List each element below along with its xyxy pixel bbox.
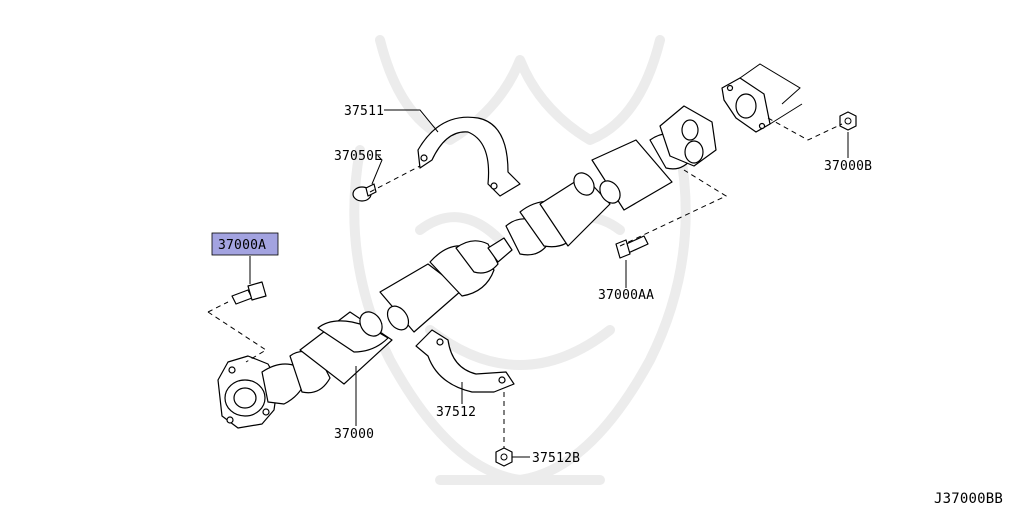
bolt-37000AA[interactable] (615, 235, 649, 259)
watermark-logo (349, 35, 691, 485)
callout-37511[interactable]: 37511 (344, 104, 384, 119)
assembly-lines (207, 117, 843, 448)
diagram-code: J37000BB (934, 491, 1003, 507)
callout-37000AA[interactable]: 37000AA (598, 288, 654, 303)
front-tube (539, 139, 673, 247)
selected-part-highlight (211, 232, 279, 256)
callout-37512[interactable]: 37512 (436, 405, 476, 420)
bracket-37512[interactable] (415, 329, 515, 393)
bracket-37511[interactable] (417, 116, 521, 197)
callout-37512B[interactable]: 37512B (532, 451, 580, 466)
propeller-shaft-assembly[interactable] (217, 63, 803, 429)
callout-37000A[interactable]: 37000A (218, 238, 266, 253)
clip-37050E[interactable] (352, 183, 377, 202)
middle-tube (379, 240, 499, 333)
callout-37050E[interactable]: 37050E (334, 149, 382, 164)
transfer-flange (721, 63, 803, 133)
bolt-37000A[interactable] (231, 281, 267, 305)
nut-37000B[interactable] (839, 111, 857, 131)
rear-tube (299, 311, 393, 385)
nut-37512B[interactable] (495, 447, 513, 467)
callout-37000[interactable]: 37000 (334, 427, 374, 442)
front-joint (649, 105, 717, 170)
callout-37000B[interactable]: 37000B (824, 159, 872, 174)
leader-lines (249, 109, 849, 458)
